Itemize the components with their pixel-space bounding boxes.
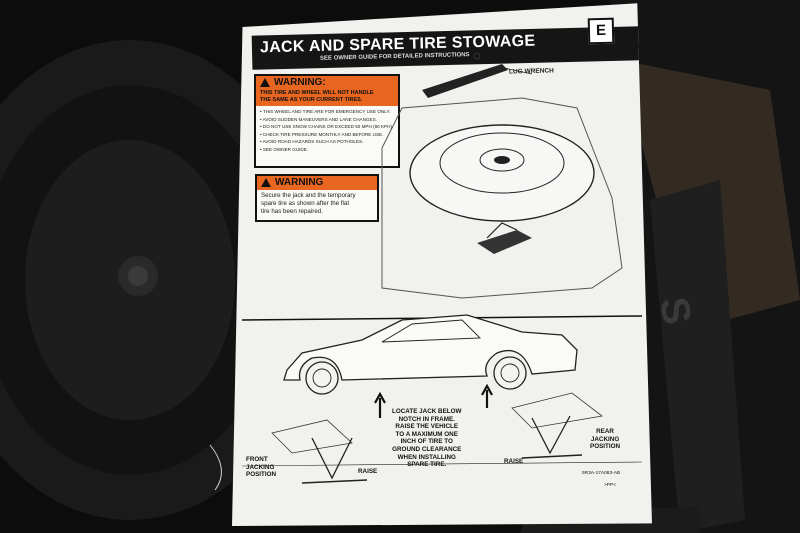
front-arrow-icon	[374, 391, 386, 418]
warning-heading: WARNING	[257, 176, 377, 190]
spare-tire-drawing	[409, 124, 595, 222]
front-jack-detail	[271, 419, 353, 454]
warning-box-secure-jack: WARNING Secure the jack and the temporar…	[255, 174, 379, 222]
warning-subheading: THIS TIRE AND WHEEL WILL NOT HANDLE THE …	[256, 90, 398, 106]
warning-item: DO NOT USE SNOW CHAINS OR EXCEED 50 MPH …	[260, 123, 394, 131]
raise-left-label: RAISE	[358, 468, 378, 475]
center-instructions: LOCATE JACK BELOW NOTCH IN FRAME. RAISE …	[392, 408, 462, 469]
part-number: 5R3A-17A083-AB	[582, 471, 621, 476]
warning-heading: WARNING:	[256, 76, 398, 90]
rear-wheel-drawing	[493, 356, 527, 390]
rear-arrow-icon	[481, 383, 493, 408]
rear-jack-detail	[511, 392, 603, 429]
front-wheel-drawing	[305, 361, 339, 395]
warning-list: THIS WHEEL AND TIRE ARE FOR EMERGENCY US…	[256, 106, 398, 156]
jack-drawing	[477, 230, 532, 254]
warning-box-tire-handling: WARNING: THIS TIRE AND WHEEL WILL NOT HA…	[254, 74, 400, 168]
warning-item: CHECK TIRE PRESSURE MONTHLY AND BEFORE U…	[260, 131, 394, 139]
warning-item: THIS WHEEL AND TIRE ARE FOR EMERGENCY US…	[260, 108, 394, 116]
warning-item: AVOID ROAD HAZARDS SUCH AS POTHOLES.	[260, 138, 394, 146]
warning-item: SEE OWNER GUIDE.	[260, 146, 394, 154]
car-side-drawing	[283, 314, 578, 381]
warning-text: Secure the jack and the temporary spare …	[261, 192, 356, 215]
jack-stowage-label: JACK AND SPARE TIRE STOWAGE SEE OWNER GU…	[232, 3, 652, 526]
stowage-diagram	[241, 52, 643, 484]
material-code: >PP<	[604, 483, 617, 488]
lug-wrench-drawing	[422, 64, 508, 98]
front-jacking-position: FRONT JACKING POSITION	[246, 456, 277, 479]
string-tie	[209, 444, 222, 491]
warning-triangle-icon	[260, 78, 270, 87]
raise-right-label: RAISE	[504, 458, 524, 465]
warning-item: AVOID SUDDEN MANEUVERS AND LANE CHANGES.	[260, 116, 394, 124]
rear-jacking-position: REAR JACKING POSITION	[590, 428, 621, 451]
warning-triangle-icon	[261, 178, 271, 187]
